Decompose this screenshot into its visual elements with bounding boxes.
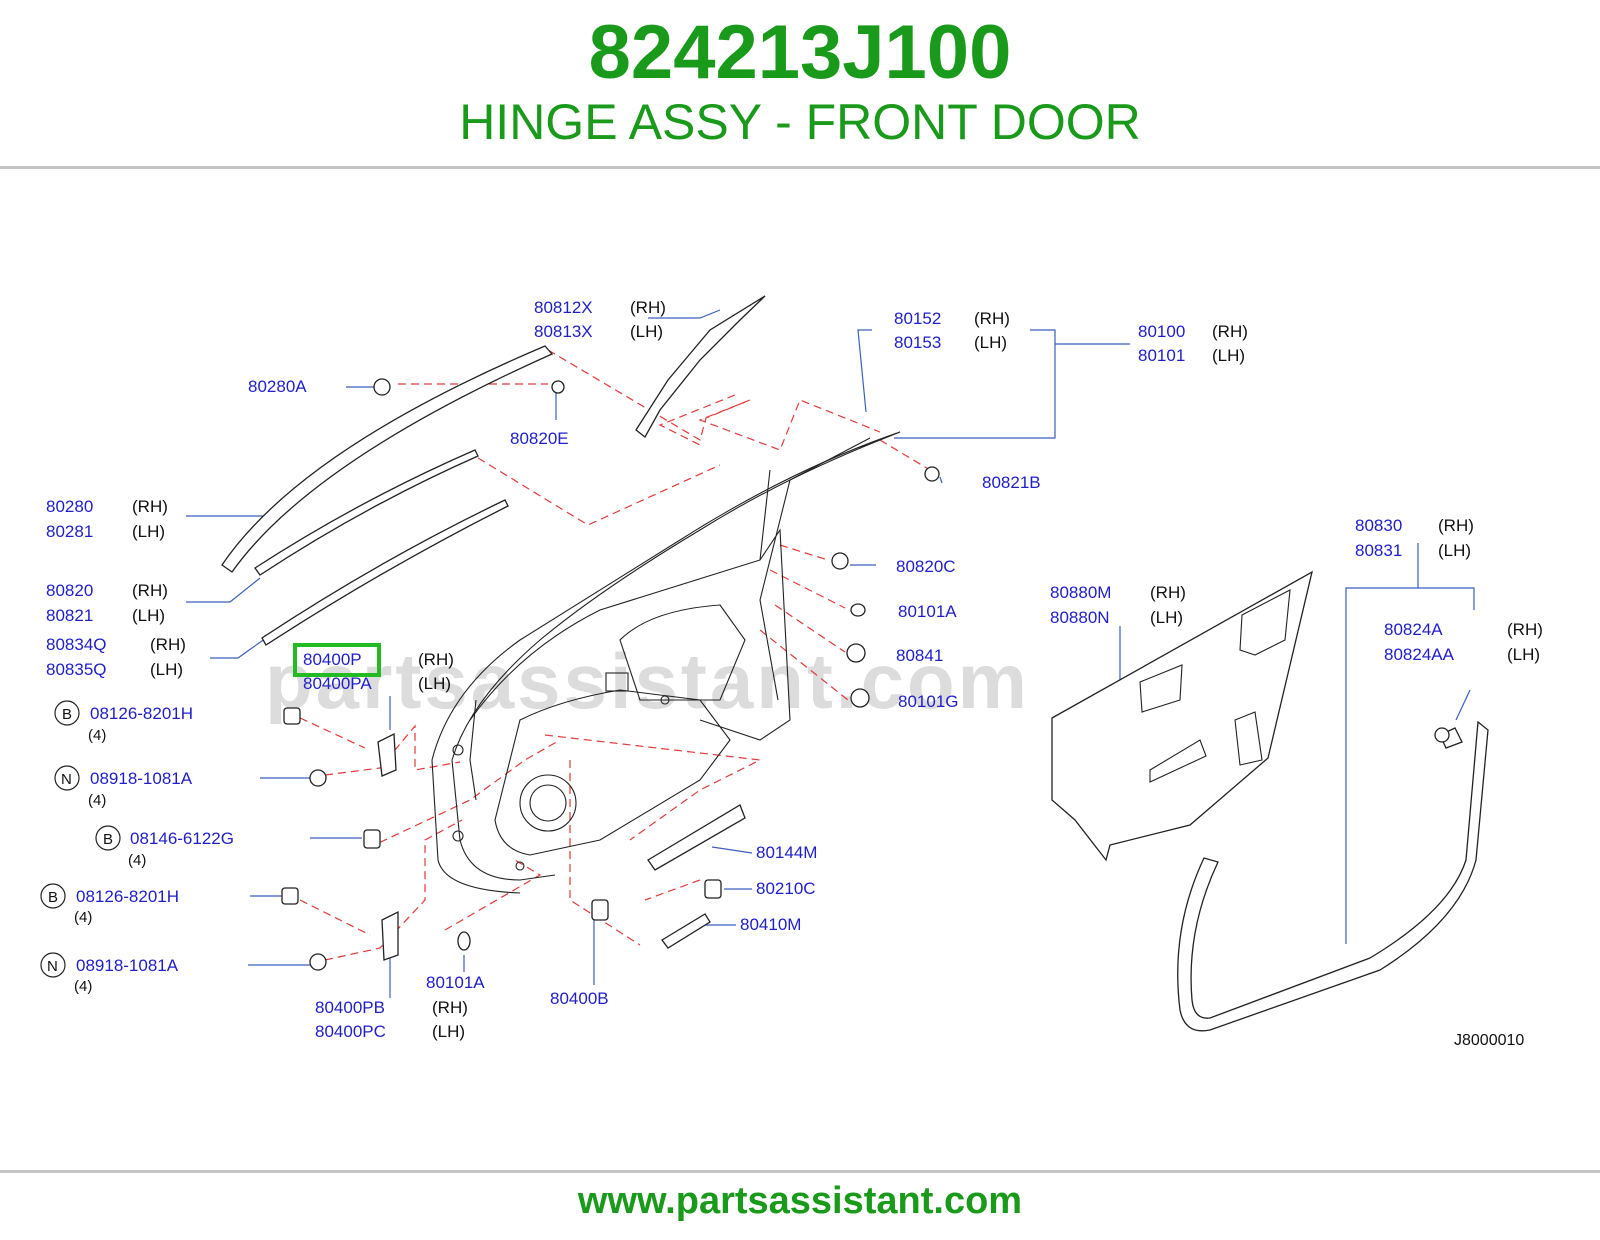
nut-symbol-n2 xyxy=(40,952,66,978)
label-08146-6122G: 08146-6122G xyxy=(130,829,234,848)
door-trim-panel xyxy=(1051,570,1313,862)
side-80880M: (RH) xyxy=(1150,583,1186,602)
symbol-b3: B xyxy=(48,889,58,906)
side-80153: (LH) xyxy=(974,333,1007,352)
label-80280A: 80280A xyxy=(248,377,307,396)
label-80841: 80841 xyxy=(896,646,943,665)
qty-b2: (4) xyxy=(128,852,146,869)
label-80835Q: 80835Q xyxy=(46,660,107,679)
label-80144M: 80144M xyxy=(756,843,817,862)
window-frame-moulding xyxy=(635,295,766,438)
side-80101: (LH) xyxy=(1212,346,1245,365)
watermark-text: partsassistant.com xyxy=(265,637,1030,725)
label-80210C: 80210C xyxy=(756,879,816,898)
side-80100: (RH) xyxy=(1212,322,1248,341)
symbol-n1: N xyxy=(61,771,72,788)
label-80813X: 80813X xyxy=(534,322,593,341)
side-80830: (RH) xyxy=(1438,516,1474,535)
label-08918-1081A-upper: 08918-1081A xyxy=(90,769,193,788)
symbol-b1: B xyxy=(62,706,72,723)
side-80824A: (RH) xyxy=(1507,620,1543,639)
label-08126-8201H-upper: 08126-8201H xyxy=(90,704,193,723)
footer-website-link[interactable]: www.partsassistant.com xyxy=(577,1180,1023,1222)
symbol-b2: B xyxy=(103,831,113,848)
side-80152: (RH) xyxy=(974,309,1010,328)
label-80821B: 80821B xyxy=(982,473,1041,492)
label-80153: 80153 xyxy=(894,333,941,352)
label-80824AA: 80824AA xyxy=(1384,645,1455,664)
label-80100: 80100 xyxy=(1138,322,1185,341)
side-80880N: (LH) xyxy=(1150,608,1183,627)
side-80281: (LH) xyxy=(132,522,165,541)
diagram-reference-code: J8000010 xyxy=(1454,1032,1524,1049)
side-80835Q: (LH) xyxy=(150,660,183,679)
label-80101G: 80101G xyxy=(898,692,959,711)
part-number-title: 824213J100 xyxy=(588,10,1012,95)
bolt-symbol-b2 xyxy=(95,825,121,851)
assembly-dashed-lines xyxy=(299,349,931,961)
label-80812X: 80812X xyxy=(534,298,593,317)
fasteners xyxy=(281,378,1450,971)
side-80400PC: (LH) xyxy=(432,1022,465,1041)
label-08126-8201H-lower: 08126-8201H xyxy=(76,887,179,906)
label-80820: 80820 xyxy=(46,581,93,600)
label-80821: 80821 xyxy=(46,606,93,625)
side-80820: (RH) xyxy=(132,581,168,600)
qty-b1: (4) xyxy=(88,727,106,744)
side-80821: (LH) xyxy=(132,606,165,625)
qty-b3: (4) xyxy=(74,909,92,926)
hinge-lower xyxy=(381,910,399,961)
callout-leader-lines xyxy=(186,309,1475,998)
label-80101A-top: 80101A xyxy=(898,602,957,621)
side-80400P: (RH) xyxy=(418,650,454,669)
label-80281: 80281 xyxy=(46,522,93,541)
header-divider xyxy=(0,166,1600,169)
side-80831: (LH) xyxy=(1438,541,1471,560)
side-80834Q: (RH) xyxy=(150,635,186,654)
label-80152: 80152 xyxy=(894,309,941,328)
label-80834Q: 80834Q xyxy=(46,635,107,654)
side-80400PA: (LH) xyxy=(418,674,451,693)
highlight-box-80400P xyxy=(293,643,381,677)
label-80880M: 80880M xyxy=(1050,583,1111,602)
hinge-upper xyxy=(377,732,397,777)
symbol-n2: N xyxy=(47,958,58,975)
side-80812X: (RH) xyxy=(630,298,666,317)
bolt-symbol-b3 xyxy=(40,883,66,909)
label-80410M: 80410M xyxy=(740,915,801,934)
label-80400PC: 80400PC xyxy=(315,1022,386,1041)
label-80830: 80830 xyxy=(1355,516,1402,535)
qty-n2: (4) xyxy=(74,978,92,995)
label-80400PA: 80400PA xyxy=(303,674,372,693)
qty-n1: (4) xyxy=(88,792,106,809)
side-80824AA: (LH) xyxy=(1507,645,1540,664)
door-outside-moulding xyxy=(221,345,554,646)
door-reinforcement-bar xyxy=(647,804,746,871)
nut-symbol-n1 xyxy=(54,765,80,791)
page-header: 824213J100 HINGE ASSY - FRONT DOOR xyxy=(0,0,1600,168)
label-80820E: 80820E xyxy=(510,429,569,448)
side-80813X: (LH) xyxy=(630,322,663,341)
label-80824A: 80824A xyxy=(1384,620,1443,639)
door-check-link xyxy=(661,913,711,949)
label-80101A-bottom: 80101A xyxy=(426,973,485,992)
part-name-subtitle: HINGE ASSY - FRONT DOOR xyxy=(459,94,1141,150)
side-80280: (RH) xyxy=(132,497,168,516)
label-80831: 80831 xyxy=(1355,541,1402,560)
label-80101: 80101 xyxy=(1138,346,1185,365)
label-80400P[interactable]: 80400P xyxy=(303,650,362,669)
label-80820C: 80820C xyxy=(896,557,956,576)
side-80400PB: (RH) xyxy=(432,998,468,1017)
label-80400B: 80400B xyxy=(550,989,609,1008)
callout-labels: 80812X (RH) 80813X (LH) 80152 (RH) 80153… xyxy=(40,298,1543,1049)
label-80280: 80280 xyxy=(46,497,93,516)
bolt-symbol-b1 xyxy=(54,700,80,726)
label-80880N: 80880N xyxy=(1050,608,1110,627)
label-08918-1081A-lower: 08918-1081A xyxy=(76,956,179,975)
front-door-panel xyxy=(431,431,901,894)
footer-divider xyxy=(0,1170,1600,1173)
label-80400PB: 80400PB xyxy=(315,998,385,1017)
